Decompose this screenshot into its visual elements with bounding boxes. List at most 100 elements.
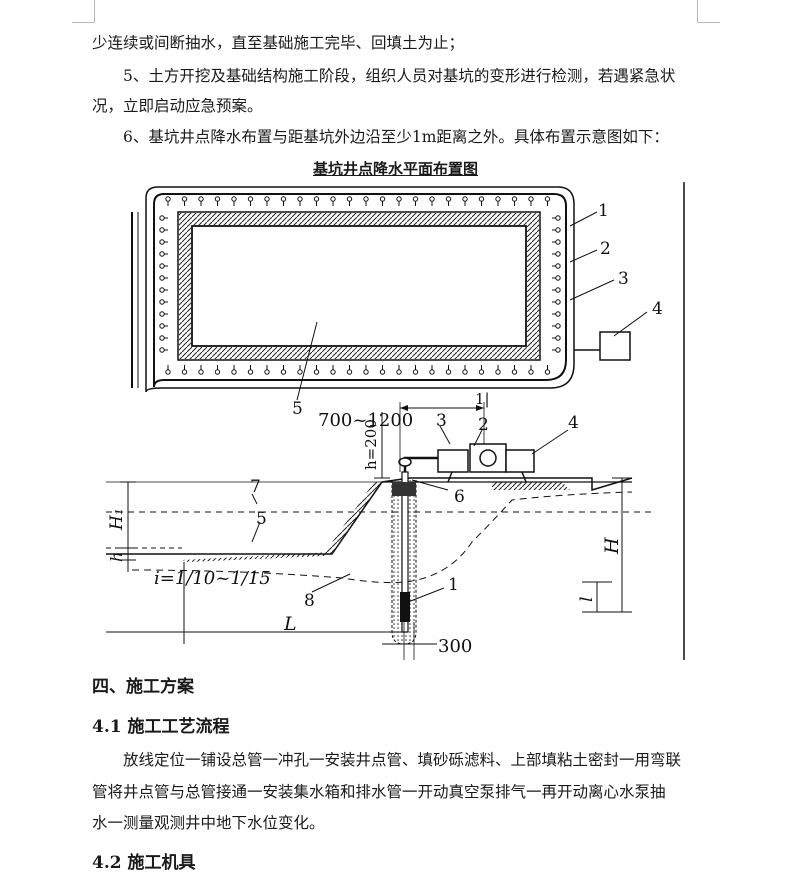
well-point [555, 251, 561, 257]
well-point [280, 196, 287, 202]
plan-label-5: 5 [292, 399, 303, 419]
section-mark: 1| [475, 390, 490, 408]
section-label-5: 5 [256, 509, 267, 529]
well-point [495, 196, 501, 202]
well-point [330, 196, 336, 202]
well-point [555, 227, 561, 233]
section-label-4: 4 [568, 413, 579, 433]
well-point [231, 369, 237, 375]
well-point [555, 239, 561, 245]
well-point [511, 369, 518, 375]
well-point [181, 196, 188, 202]
body-paragraph-line: 放线定位一铺设总管一冲孔一安装井点管、填砂砾滤料、上部填粘土密封一用弯联 [123, 751, 682, 769]
plan-label-1: 1 [598, 201, 609, 221]
well-point [159, 215, 165, 221]
section-label-3: 3 [436, 411, 447, 431]
well-point [396, 369, 402, 375]
well-point [159, 287, 165, 293]
section-heading-4-2: 4.2 施工机具 [92, 853, 196, 873]
well-point-dewatering-diagram: 1 2 3 4 5 1| [92, 182, 688, 660]
well-point [555, 263, 561, 269]
well-point [379, 196, 386, 202]
well-point [445, 196, 452, 202]
well-point [555, 311, 561, 317]
dimension-H: H [601, 537, 623, 555]
well-point [379, 369, 386, 375]
plan-label-3: 3 [618, 269, 629, 289]
figure-title: 基坑井点降水平面布置图 [312, 160, 478, 178]
dimension-300: 300 [438, 636, 472, 657]
plan-label-2: 2 [600, 239, 611, 259]
well-point [198, 196, 204, 202]
slope-label: i=1/10~1/15 [154, 568, 271, 589]
section-label-1: 1 [448, 575, 459, 595]
well-point [555, 299, 561, 305]
well-point [247, 196, 254, 202]
plan-view: 1 2 3 4 5 1| [131, 186, 663, 419]
list-item-5-cont: 况，立即启动应急预案。 [92, 97, 263, 115]
well-point [159, 251, 165, 257]
well-point [511, 196, 518, 202]
page-corner-mark [72, 0, 95, 23]
dimension-h-small: h [107, 552, 126, 562]
well-point [159, 323, 165, 329]
well-point [159, 347, 165, 353]
well-point [159, 335, 165, 341]
well-point [159, 275, 165, 281]
section-label-6: 6 [454, 487, 465, 507]
well-point [159, 263, 165, 269]
dimension-top: 700~1200 [318, 410, 413, 431]
well-point [159, 299, 165, 305]
dimension-h: h=200 [362, 419, 380, 470]
dimension-L: L [283, 613, 297, 635]
well-point [363, 369, 369, 375]
dimension-H1: H₁ [107, 508, 127, 531]
well-point [555, 275, 561, 281]
well-point [330, 369, 336, 375]
well-point [495, 369, 501, 375]
well-point [445, 369, 452, 375]
well-point [528, 369, 534, 375]
section-view: 7 5 3 2 4 6 1 8 700~1200 h=200 H₁ h i=1/… [106, 402, 652, 660]
well-point [429, 369, 435, 375]
well-point [363, 196, 369, 202]
list-item-6: 6、基坑井点降水布置与距基坑外边沿至少1m距离之外。具体布置示意图如下： [123, 128, 669, 146]
well-point [478, 369, 485, 375]
well-point [412, 196, 419, 202]
body-paragraph-line: 水一测量观测井中地下水位变化。 [92, 814, 325, 832]
dimension-l: l [577, 597, 597, 602]
well-point [528, 196, 534, 202]
well-point [555, 287, 561, 293]
well-point [412, 369, 419, 375]
section-label-8: 8 [304, 591, 315, 611]
well-point [555, 215, 561, 221]
well-point [159, 311, 165, 317]
well-point [198, 369, 204, 375]
well-point [264, 369, 270, 375]
well-point [462, 369, 468, 375]
well-point [429, 196, 435, 202]
well-point [555, 323, 561, 329]
well-point [462, 196, 468, 202]
section-heading-4: 四、施工方案 [92, 677, 194, 697]
page-corner-mark [697, 0, 720, 23]
well-point [478, 196, 485, 202]
well-point [264, 196, 270, 202]
well-point [165, 369, 171, 375]
list-item-5: 5、土方开挖及基础结构施工阶段，组织人员对基坑的变形进行检测，若遇紧急状 [123, 67, 676, 85]
well-point [313, 369, 320, 375]
well-point [555, 335, 561, 341]
well-point [313, 196, 320, 202]
well-point [159, 227, 165, 233]
well-point [214, 369, 221, 375]
well-point [396, 196, 402, 202]
section-label-7: 7 [250, 477, 261, 497]
well-point [214, 196, 221, 202]
well-point [346, 196, 353, 202]
well-point [544, 369, 551, 375]
well-point [165, 196, 171, 202]
well-point [280, 369, 287, 375]
well-point [159, 239, 165, 245]
well-point [544, 196, 551, 202]
section-heading-4-1: 4.1 施工工艺流程 [92, 717, 230, 737]
